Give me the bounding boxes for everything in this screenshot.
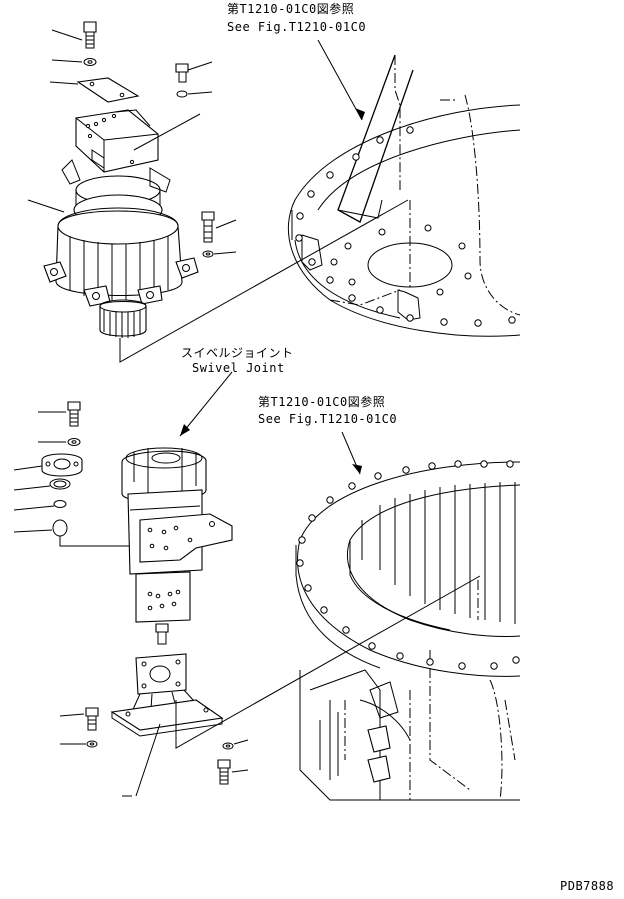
plate-icon (49, 77, 140, 103)
ref-leader-upper (317, 39, 363, 121)
upper-frame-bolt-holes (295, 126, 516, 327)
swivel-joint-label-en: Swivel Joint (192, 361, 285, 375)
bolt-icon (59, 707, 99, 731)
upper-frame-ring (288, 54, 521, 337)
clamp-icon (13, 453, 83, 477)
motor-to-frame-line (119, 199, 409, 363)
drawing-number: PDB7888 (560, 879, 615, 893)
bracket-leader (135, 723, 161, 797)
washer-icon (222, 739, 249, 750)
swivel-joint-icon (121, 447, 233, 623)
bolt-icon (38, 401, 81, 427)
valve-block-icon (75, 109, 201, 173)
swivel-leader (179, 371, 233, 437)
reference-label-top-en: See Fig.T1210-01C0 (227, 20, 367, 34)
bolt-icon (155, 623, 169, 645)
bracket-icon (110, 575, 481, 749)
swing-motor-icon (27, 159, 199, 338)
bolt-icon (51, 21, 97, 49)
washer-icon (60, 740, 98, 748)
bolt-icon (217, 759, 249, 785)
o-ring-icon (13, 500, 67, 511)
lower-frame-bolt-holes (296, 460, 520, 670)
lower-frame (295, 461, 521, 801)
swivel-joint-label-jp: スイベルジョイント (181, 346, 294, 360)
reference-label-top-jp: 第T1210-01C0図参照 (227, 2, 355, 16)
washer-icon (38, 438, 81, 446)
o-ring-icon (13, 519, 140, 547)
washer-icon (176, 90, 213, 98)
o-ring-icon (13, 478, 71, 491)
swivel-arrow (180, 424, 190, 436)
bolt-icon (175, 61, 213, 83)
washer-icon (202, 250, 237, 258)
washer-icon (51, 58, 97, 66)
reference-label-mid-en: See Fig.T1210-01C0 (258, 412, 398, 426)
bolt-icon (201, 211, 237, 243)
ref-arrow-lower (352, 464, 362, 474)
reference-label-mid-jp: 第T1210-01C0図参照 (258, 395, 386, 409)
ref-arrow-upper (355, 108, 365, 120)
